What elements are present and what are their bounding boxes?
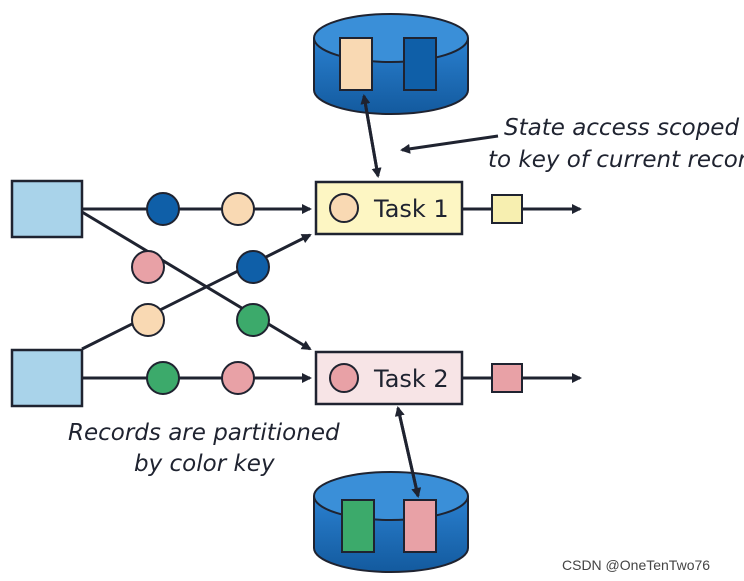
task-2-output-record — [491, 363, 523, 393]
source-box-1 — [10, 179, 84, 239]
state-entry-blue — [403, 37, 437, 91]
record-blue — [146, 192, 180, 226]
task-2-label: Task 2 — [373, 365, 449, 393]
task-2: Task 2 — [314, 350, 464, 406]
state-access-note-line1: State access scoped — [504, 115, 739, 141]
record-blue — [236, 250, 270, 284]
state-access-arrows — [360, 94, 422, 498]
annotation-pointer-arrow — [400, 134, 499, 154]
record-peach — [131, 303, 165, 337]
task-1-output-record — [491, 194, 523, 224]
state-entry-pink — [403, 499, 437, 553]
state-access-note-line2: to key of current record — [488, 147, 744, 173]
task-2-box — [314, 350, 464, 406]
record-pink — [131, 250, 165, 284]
partition-note-line2: by color key — [134, 451, 275, 477]
record-green — [146, 361, 180, 395]
task-1-current-record — [329, 193, 359, 223]
source1-to-task2-line — [81, 210, 312, 351]
state-store-1 — [313, 13, 469, 115]
source2-to-task1-line — [81, 233, 312, 351]
record-green — [236, 303, 270, 337]
partition-note-line1: Records are partitioned — [68, 420, 340, 446]
task-1-label: Task 1 — [373, 195, 449, 223]
record-peach — [221, 192, 255, 226]
source-box-2 — [10, 348, 84, 408]
task-1: Task 1 — [314, 180, 464, 236]
task-2-current-record — [329, 363, 359, 393]
state-entry-green — [341, 499, 375, 553]
state-store-2 — [313, 471, 469, 573]
records — [131, 192, 270, 395]
state-entry-peach — [339, 37, 373, 91]
record-pink — [221, 361, 255, 395]
watermark: CSDN @OneTenTwo76 — [562, 557, 710, 573]
